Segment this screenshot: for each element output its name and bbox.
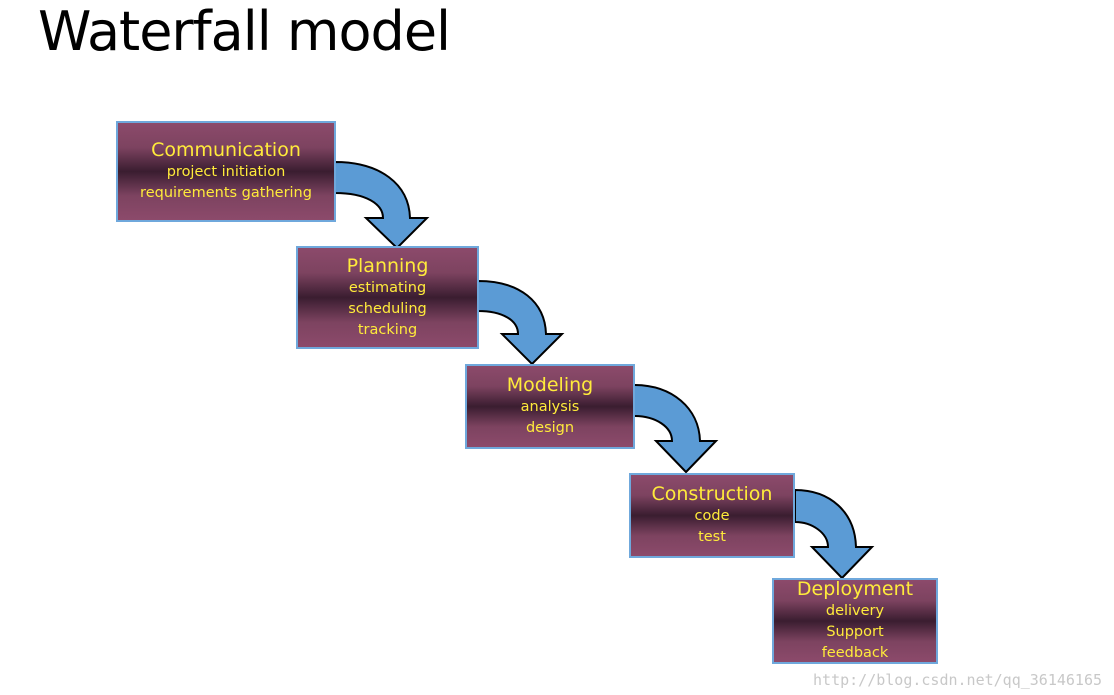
stage-item: test	[698, 529, 726, 545]
stage-item: Support	[826, 624, 884, 640]
stage-item: analysis	[520, 399, 580, 415]
stage-item: project initiation	[166, 164, 286, 180]
watermark: http://blog.csdn.net/qq_36146165	[813, 671, 1102, 689]
stage-item: scheduling	[348, 300, 427, 317]
stage-planning: Planning estimating scheduling tracking	[296, 246, 479, 349]
stage-title: Construction	[651, 483, 773, 505]
stage-item: design	[525, 420, 575, 436]
stage-item: delivery	[825, 603, 885, 619]
stage-item: code	[694, 508, 730, 524]
stage-title: Communication	[151, 139, 301, 161]
stage-item: estimating	[348, 279, 427, 296]
stage-title: Planning	[346, 254, 429, 277]
arrow-construction-to-deployment	[794, 488, 875, 580]
arrow-modeling-to-construction	[633, 383, 719, 474]
stage-deployment: Deployment delivery Support feedback	[772, 578, 938, 664]
arrow-communication-to-planning	[334, 160, 430, 250]
stage-item: tracking	[357, 321, 418, 338]
page-title: Waterfall model	[38, 0, 451, 63]
stage-construction: Construction code test	[629, 473, 795, 558]
stage-item: feedback	[821, 645, 889, 661]
stage-title: Deployment	[796, 578, 914, 600]
stage-modeling: Modeling analysis design	[465, 364, 635, 449]
stage-item: requirements gathering	[140, 185, 312, 201]
stage-communication: Communication project initiation require…	[116, 121, 336, 222]
stage-title: Modeling	[506, 374, 594, 396]
arrow-planning-to-modeling	[477, 279, 565, 366]
